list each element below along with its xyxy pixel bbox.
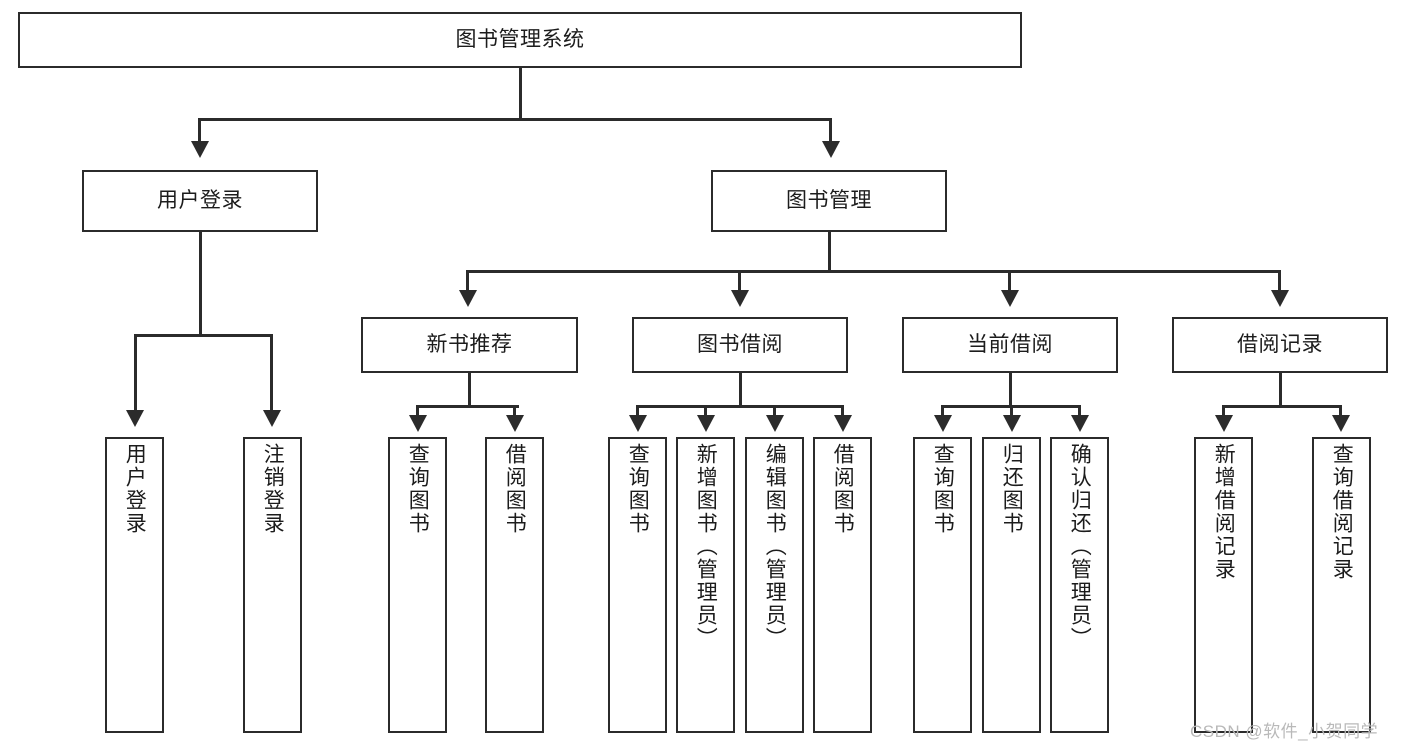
node-label: 图书管理系统	[455, 28, 585, 52]
arrowhead-newbook-to-leaf1	[409, 415, 427, 432]
leaf-label: 查询图书	[626, 443, 650, 535]
node-current-borrow[interactable]: 当前借阅	[902, 317, 1118, 373]
leaf-add-borrow-record[interactable]: 新增借阅记录	[1194, 437, 1253, 733]
edge-records-to-leaf2	[1339, 405, 1342, 417]
edge-bookmgmt-bar	[466, 270, 1281, 273]
edge-borrow-to-leaf4	[841, 405, 844, 417]
arrowhead-bookmgmt-to-records	[1271, 290, 1289, 307]
arrowhead-records-to-leaf1	[1215, 415, 1233, 432]
edge-login-stem	[199, 232, 202, 337]
leaf-label: 查询图书	[931, 443, 955, 535]
arrowhead-borrow-to-leaf4	[834, 415, 852, 432]
leaf-confirm-return-admin[interactable]: 确认归还（管理员）	[1050, 437, 1109, 733]
edge-current-to-leaf3	[1078, 405, 1081, 417]
node-borrow-records[interactable]: 借阅记录	[1172, 317, 1388, 373]
edge-current-stem	[1009, 373, 1012, 408]
leaf-label: 归还图书	[1000, 443, 1024, 535]
arrowhead-bookmgmt-to-newbook	[459, 290, 477, 307]
leaf-query-book-current[interactable]: 查询图书	[913, 437, 972, 733]
leaf-label: 查询借阅记录	[1330, 443, 1354, 581]
edge-login-to-leaf1	[134, 334, 137, 412]
leaf-label: 新增图书（管理员）	[694, 443, 718, 650]
arrowhead-newbook-to-leaf2	[506, 415, 524, 432]
edge-bookmgmt-to-newbook	[466, 270, 469, 292]
node-book-management[interactable]: 图书管理	[711, 170, 947, 232]
arrowhead-current-to-leaf3	[1071, 415, 1089, 432]
edge-newbook-bar	[416, 405, 519, 408]
leaf-label: 借阅图书	[831, 443, 855, 535]
edge-borrow-bar	[636, 405, 843, 408]
node-new-book-recommend[interactable]: 新书推荐	[361, 317, 578, 373]
edge-root-to-login	[198, 118, 201, 143]
node-label: 用户登录	[157, 189, 243, 213]
arrowhead-borrow-to-leaf3	[766, 415, 784, 432]
leaf-borrow-book[interactable]: 借阅图书	[813, 437, 872, 733]
node-root[interactable]: 图书管理系统	[18, 12, 1022, 68]
leaf-user-login[interactable]: 用户登录	[105, 437, 164, 733]
leaf-label: 用户登录	[123, 443, 147, 535]
edge-newbook-to-leaf2	[513, 405, 516, 417]
arrowhead-bookmgmt-to-borrow	[731, 290, 749, 307]
leaf-borrow-book-recommend[interactable]: 借阅图书	[485, 437, 544, 733]
edge-bookmgmt-to-borrow	[738, 270, 741, 292]
edge-newbook-stem	[468, 373, 471, 408]
arrowhead-bookmgmt-to-current	[1001, 290, 1019, 307]
leaf-return-book[interactable]: 归还图书	[982, 437, 1041, 733]
edge-borrow-stem	[739, 373, 742, 408]
edge-current-to-leaf1	[941, 405, 944, 417]
edge-root-stem	[519, 68, 522, 120]
leaf-add-book-admin[interactable]: 新增图书（管理员）	[676, 437, 735, 733]
leaf-query-book-recommend[interactable]: 查询图书	[388, 437, 447, 733]
node-label: 新书推荐	[426, 333, 513, 357]
arrowhead-login-to-leaf1	[126, 410, 144, 427]
edge-login-bar	[134, 334, 270, 337]
edge-login-to-leaf2	[270, 334, 273, 412]
leaf-query-borrow-record[interactable]: 查询借阅记录	[1312, 437, 1371, 733]
csdn-watermark: CSDN @软件_小贺同学	[1190, 722, 1379, 741]
edge-root-to-bookmgmt	[829, 118, 832, 143]
leaf-logout[interactable]: 注销登录	[243, 437, 302, 733]
leaf-label: 注销登录	[261, 443, 285, 535]
arrowhead-current-to-leaf1	[934, 415, 952, 432]
node-label: 图书管理	[786, 189, 872, 213]
arrowhead-root-to-login	[191, 141, 209, 158]
leaf-label: 借阅图书	[503, 443, 527, 535]
edge-borrow-to-leaf2	[704, 405, 707, 417]
leaf-label: 编辑图书（管理员）	[763, 443, 787, 650]
arrowhead-current-to-leaf2	[1003, 415, 1021, 432]
node-label: 当前借阅	[967, 333, 1053, 357]
edge-borrow-to-leaf1	[636, 405, 639, 417]
leaf-label: 新增借阅记录	[1212, 443, 1236, 581]
edge-current-to-leaf2	[1010, 405, 1013, 417]
edge-records-bar	[1222, 405, 1342, 408]
arrowhead-login-to-leaf2	[263, 410, 281, 427]
edge-bookmgmt-to-records	[1278, 270, 1281, 292]
node-label: 借阅记录	[1237, 333, 1323, 357]
leaf-edit-book-admin[interactable]: 编辑图书（管理员）	[745, 437, 804, 733]
arrowhead-records-to-leaf2	[1332, 415, 1350, 432]
leaf-label: 确认归还（管理员）	[1068, 443, 1092, 650]
arrowhead-borrow-to-leaf2	[697, 415, 715, 432]
edge-borrow-to-leaf3	[773, 405, 776, 417]
arrowhead-borrow-to-leaf1	[629, 415, 647, 432]
edge-records-to-leaf1	[1222, 405, 1225, 417]
node-book-borrow[interactable]: 图书借阅	[632, 317, 848, 373]
edge-bookmgmt-stem	[828, 232, 831, 272]
edge-root-bar	[198, 118, 832, 121]
edge-newbook-to-leaf1	[416, 405, 419, 417]
edge-bookmgmt-to-current	[1008, 270, 1011, 292]
leaf-query-book-borrow[interactable]: 查询图书	[608, 437, 667, 733]
node-user-login[interactable]: 用户登录	[82, 170, 318, 232]
node-label: 图书借阅	[697, 333, 783, 357]
edge-records-stem	[1279, 373, 1282, 408]
leaf-label: 查询图书	[406, 443, 430, 535]
arrowhead-root-to-bookmgmt	[822, 141, 840, 158]
